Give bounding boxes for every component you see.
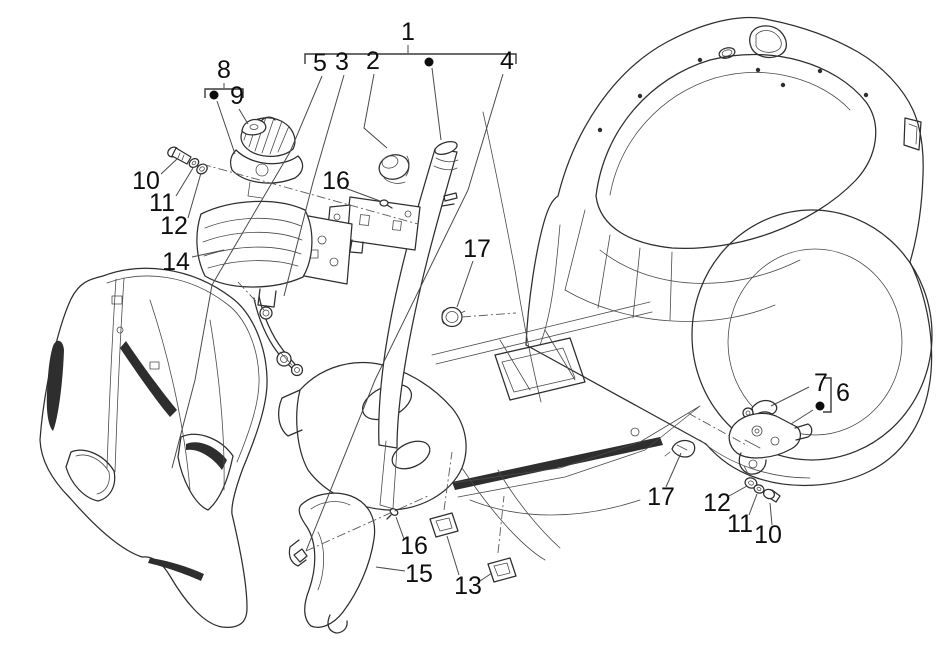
- dot-group-1: [424, 57, 434, 67]
- callout-3-leader-1: [283, 74, 345, 297]
- callout-15: 15: [405, 560, 433, 588]
- axis-pad-a: [443, 451, 453, 511]
- callout-13: 13: [454, 572, 482, 600]
- callout-16-upper: 16: [322, 167, 350, 195]
- callout-17-lower: 17: [647, 483, 675, 511]
- callout-7-leader-1: [770, 386, 810, 407]
- callout-2: 2: [366, 47, 380, 75]
- callout-3: 3: [335, 48, 349, 76]
- callout-10-lower-leader-1: [769, 502, 773, 526]
- bracket-8: [204, 88, 244, 98]
- callout-11-lower: 11: [727, 510, 753, 538]
- callout-4-leader-1: [305, 73, 504, 552]
- callout-13-leader-2: [479, 572, 493, 582]
- dot-group-1-leader: [431, 67, 442, 141]
- bolt-washers-upper-drawing: [167, 146, 208, 175]
- callout-11-lower-leader-1: [748, 493, 758, 516]
- steering-cover-drawing: [288, 492, 376, 634]
- dot-group-8: [209, 90, 219, 100]
- callout-5: 5: [313, 49, 327, 77]
- callout-15-leader-1: [375, 566, 406, 572]
- axis-horn-mount: [201, 163, 419, 225]
- clip-17-lower-drawing: [664, 439, 696, 458]
- rubber-pad-a-drawing: [429, 512, 459, 538]
- steering-column-tube-drawing: [378, 141, 459, 510]
- callout-17-upper-leader-1: [456, 260, 474, 308]
- axis-horn-cover: [237, 281, 265, 311]
- callout-12-upper: 12: [160, 212, 188, 240]
- screw-16-upper-drawing: [379, 199, 393, 209]
- axis-grommet: [461, 312, 517, 318]
- dot-group-6: [815, 401, 825, 411]
- callout-11-upper-leader-1: [175, 167, 194, 197]
- floor-structure-drawing: [431, 301, 701, 516]
- callout-13-leader-1: [446, 535, 460, 576]
- frame-body-drawing: [482, 16, 933, 487]
- axis-steering-cover: [305, 495, 429, 552]
- callout-10-lower: 10: [754, 521, 782, 549]
- bushing-drawing: [378, 154, 410, 184]
- callout-4: 4: [500, 47, 514, 75]
- callout-7: 7: [814, 369, 828, 397]
- callout-1: 1: [401, 18, 415, 46]
- front-shield-drawing: [39, 267, 268, 628]
- callout-16-upper-leader-1: [344, 187, 381, 202]
- callout-11-upper: 11: [149, 189, 175, 217]
- callout-17-lower-leader-1: [665, 452, 682, 488]
- rubber-pad-b-drawing: [487, 557, 517, 583]
- lever-rod-drawing: [253, 295, 304, 377]
- callout-14: 14: [162, 248, 190, 276]
- callout-8: 8: [217, 56, 231, 84]
- callout-2-leader-1: [363, 73, 388, 149]
- callout-9: 9: [230, 82, 244, 110]
- callout-9-leader-1: [238, 108, 249, 125]
- grommet-drawing: [441, 306, 466, 328]
- callout-5-leader-1: [171, 75, 323, 469]
- callout-16-lower-leader-1: [395, 516, 405, 540]
- bracket-1: [304, 53, 517, 64]
- callout-12-upper-leader-1: [187, 172, 202, 219]
- callout-12-lower-leader-1: [728, 485, 748, 497]
- dot-group-8-leader: [216, 100, 236, 155]
- bolt-washers-lower-drawing: [744, 477, 781, 503]
- bracket-6: [823, 377, 832, 413]
- horn-cover-drawing: [196, 200, 353, 308]
- horn-drawing: [230, 116, 304, 199]
- axis-pad-b: [497, 495, 505, 554]
- callout-14-leader-1: [191, 249, 225, 258]
- dot-group-6-leader: [790, 409, 814, 425]
- axis-latch: [687, 412, 749, 447]
- callout-16-lower: 16: [400, 532, 428, 560]
- axis-latch-bolt: [743, 465, 752, 480]
- callout-12-lower: 12: [703, 489, 731, 517]
- latch-assembly-drawing: [728, 399, 813, 475]
- callout-10-upper-leader-1: [160, 158, 178, 175]
- callout-10-upper: 10: [132, 167, 160, 195]
- callout-6: 6: [836, 379, 850, 407]
- callout-17-upper: 17: [463, 235, 491, 263]
